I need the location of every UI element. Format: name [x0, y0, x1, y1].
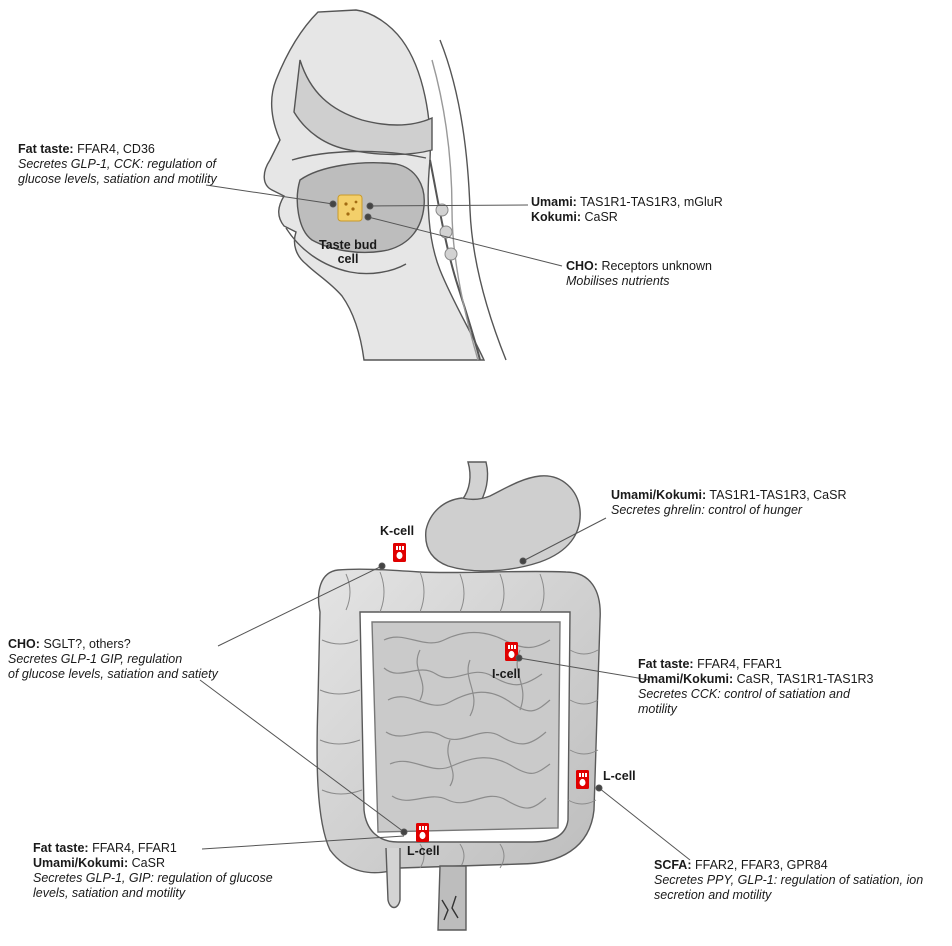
stomach-receptors: TAS1R1-TAS1R3, CaSR — [709, 488, 846, 502]
scfa-name: SCFA: — [654, 858, 692, 872]
umami-name: Umami: — [531, 195, 577, 209]
digestive-tract — [317, 462, 600, 930]
fat-taste-effect: Secretes GLP-1, CCK: regulation of gluco… — [18, 157, 217, 187]
fat-taste-receptors: FFAR4, CD36 — [77, 142, 155, 156]
lcell-ileum-effect: Secretes GLP-1, GIP: regulation of gluco… — [33, 871, 273, 901]
taste-bud-cell-label: Taste bud cell — [318, 224, 378, 266]
gut-cho-name: CHO: — [8, 637, 40, 651]
stomach-name: Umami/Kokumi: — [611, 488, 706, 502]
gut-cho-annotation: CHO: SGLT?, others? Secretes GLP-1 GIP, … — [8, 637, 218, 682]
k-cell-icon — [393, 543, 406, 562]
icell-umami-name: Umami/Kokumi: — [638, 672, 733, 686]
taste-bud-cell-text: Taste bud cell — [319, 238, 377, 266]
mouth-umami-kokumi-annotation: Umami: TAS1R1-TAS1R3, mGluR Kokumi: CaSR — [531, 195, 723, 225]
stomach-effect: Secretes ghrelin: control of hunger — [611, 503, 802, 517]
stomach — [426, 476, 580, 571]
rectum — [438, 866, 466, 930]
umami-receptors: TAS1R1-TAS1R3, mGluR — [580, 195, 723, 209]
l-cell-ileum-label: L-cell — [407, 844, 440, 858]
icell-fat-name: Fat taste: — [638, 657, 694, 671]
kokumi-receptors: CaSR — [584, 210, 617, 224]
gut-cho-effect: Secretes GLP-1 GIP, regulation of glucos… — [8, 652, 218, 682]
taste-bud-cell — [338, 195, 362, 221]
fat-taste-name: Fat taste: — [18, 142, 74, 156]
lcell-ileum-umami-receptors: CaSR — [132, 856, 165, 870]
scfa-annotation: SCFA: FFAR2, FFAR3, GPR84 Secretes PPY, … — [654, 858, 923, 903]
appendix — [386, 848, 400, 908]
kokumi-name: Kokumi: — [531, 210, 581, 224]
icell-effect: Secretes CCK: control of satiation and m… — [638, 687, 874, 717]
mouth-cho-annotation: CHO: Receptors unknown Mobilises nutrien… — [566, 259, 712, 289]
lcell-ileum-umami-name: Umami/Kokumi: — [33, 856, 128, 870]
mouth-cho-receptors: Receptors unknown — [601, 259, 711, 273]
i-cell-label: I-cell — [492, 667, 521, 681]
l-cell-colon-icon — [576, 770, 589, 789]
mouth-cho-effect: Mobilises nutrients — [566, 274, 670, 288]
scfa-receptors: FFAR2, FFAR3, GPR84 — [695, 858, 828, 872]
small-intestine — [372, 622, 560, 832]
scfa-effect: Secretes PPY, GLP-1: regulation of satia… — [654, 873, 923, 903]
icell-fat-receptors: FFAR4, FFAR1 — [697, 657, 782, 671]
icell-annotation: Fat taste: FFAR4, FFAR1 Umami/Kokumi: Ca… — [638, 657, 874, 717]
head-section — [264, 10, 506, 360]
k-cell-label: K-cell — [380, 524, 414, 538]
mouth-cho-name: CHO: — [566, 259, 598, 273]
icell-umami-receptors: CaSR, TAS1R1-TAS1R3 — [737, 672, 874, 686]
lcell-ileum-fat-receptors: FFAR4, FFAR1 — [92, 841, 177, 855]
lcell-ileum-fat-name: Fat taste: — [33, 841, 89, 855]
lcell-ileum-annotation: Fat taste: FFAR4, FFAR1 Umami/Kokumi: Ca… — [33, 841, 273, 901]
gut-cho-receptors: SGLT?, others? — [43, 637, 130, 651]
stomach-annotation: Umami/Kokumi: TAS1R1-TAS1R3, CaSR Secret… — [611, 488, 847, 518]
l-cell-ileum-icon — [416, 823, 429, 842]
mouth-fat-taste-annotation: Fat taste: FFAR4, CD36 Secretes GLP-1, C… — [18, 142, 217, 187]
l-cell-colon-label: L-cell — [603, 769, 636, 783]
